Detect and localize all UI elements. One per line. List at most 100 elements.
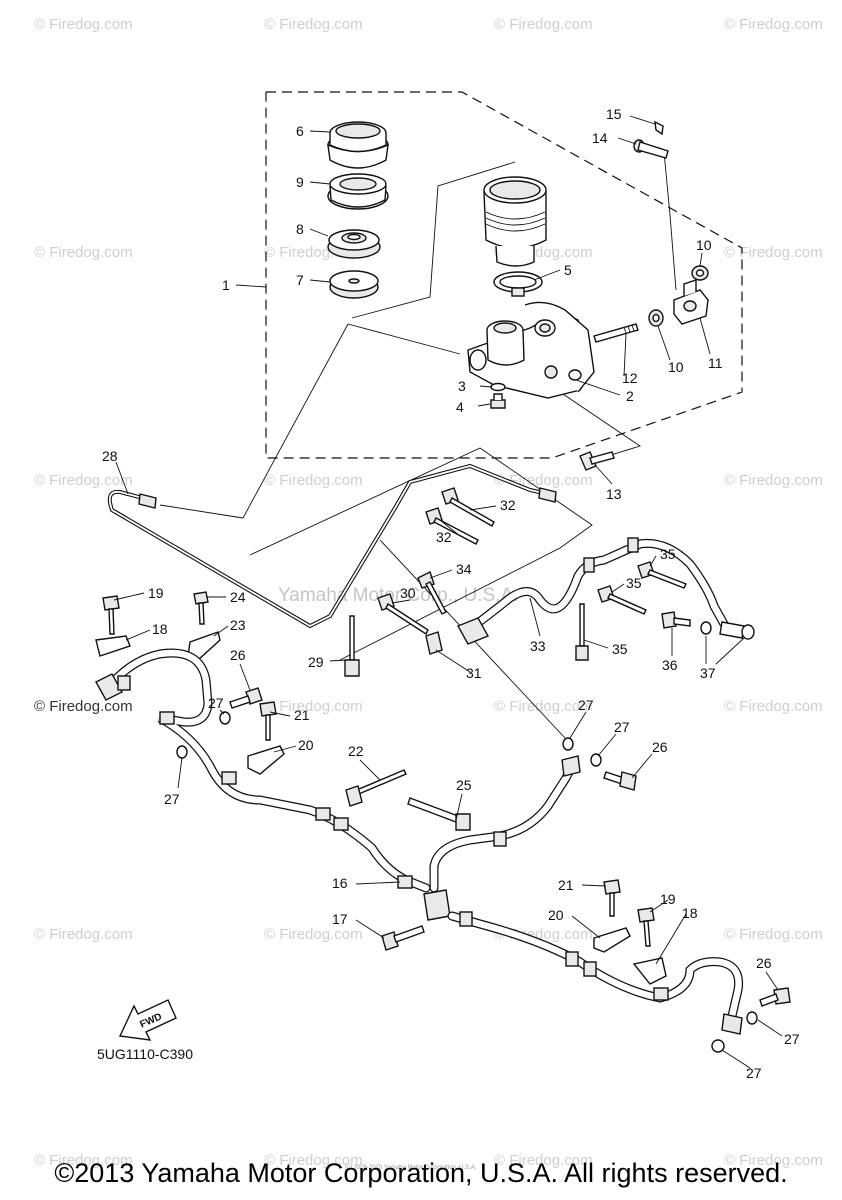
- hose-clamp: [493, 271, 543, 297]
- callout-12: 12: [622, 370, 638, 386]
- callout-15: 15: [606, 106, 622, 122]
- callout-25: 25: [456, 777, 472, 793]
- watermark: © Firedog.com: [724, 16, 823, 33]
- reservoir: [483, 176, 547, 267]
- watermark: © Firedog.com: [34, 472, 133, 489]
- callout-27b: 27: [164, 791, 180, 807]
- union-bolt: [417, 571, 447, 615]
- kit-outline: [265, 91, 743, 459]
- watermark: © Firedog.com: [34, 16, 133, 33]
- callout-20b: 20: [548, 907, 564, 923]
- callout-leaders: [113, 115, 783, 1069]
- watermark: © Firedog.com: [494, 698, 593, 715]
- watermark: © Firedog.com: [724, 698, 823, 715]
- small-copyright: (c) 2005-2015 Yamaha Motor Corporation, …: [345, 1165, 477, 1171]
- diaphragm: [327, 229, 381, 259]
- callout-27e: 27: [784, 1031, 800, 1047]
- callout-31: 31: [466, 665, 482, 681]
- watermark: © Firedog.com: [724, 926, 823, 943]
- copper-washer: [219, 711, 231, 725]
- callout-8: 8: [296, 221, 304, 237]
- washer: [490, 382, 506, 392]
- callout-28: 28: [102, 448, 118, 464]
- copper-washer: [176, 745, 188, 759]
- watermark: © Firedog.com: [264, 472, 363, 489]
- callout-32a: 32: [500, 497, 516, 513]
- watermark: © Firedog.com: [724, 244, 823, 261]
- bracket: [632, 957, 667, 985]
- union-bolt: [661, 611, 691, 629]
- union-bolt: [759, 987, 791, 1007]
- brake-hose-joint: [423, 889, 451, 921]
- callout-10a: 10: [668, 359, 684, 375]
- float: [329, 270, 379, 299]
- diagram-code: 5UG1110-C390: [97, 1046, 193, 1062]
- callout-9: 9: [296, 174, 304, 190]
- bolt: [603, 879, 621, 917]
- cable-tie: [377, 593, 429, 636]
- copper-washer: [562, 737, 574, 751]
- callout-3: 3: [458, 378, 466, 394]
- brake-hose-right: [447, 911, 744, 1035]
- brake-hose-upper: [457, 537, 755, 645]
- cable-tie: [597, 585, 647, 615]
- callout-37: 37: [700, 665, 716, 681]
- cable-tie: [407, 797, 471, 831]
- bolt: [259, 701, 277, 741]
- brake-hose-center: [429, 755, 581, 893]
- hose-holder: [425, 631, 443, 655]
- push-rod: [593, 323, 639, 343]
- watermark: © Firedog.com: [264, 698, 363, 715]
- watermark: © Firedog.com: [34, 926, 133, 943]
- callout-5: 5: [564, 262, 572, 278]
- callout-13: 13: [606, 486, 622, 502]
- callout-29: 29: [308, 654, 324, 670]
- callout-33: 33: [530, 638, 546, 654]
- diaphragm-plate: [327, 173, 389, 210]
- cotter-pin: [654, 120, 664, 136]
- copyright-footer: ©2013 Yamaha Motor Corporation, U.S.A. A…: [54, 1158, 788, 1188]
- bolt: [381, 925, 425, 951]
- callout-24: 24: [230, 589, 246, 605]
- bolt: [637, 907, 655, 947]
- watermark: © Firedog.com: [34, 1152, 133, 1169]
- bracket: [247, 745, 285, 775]
- watermark: © Firedog.com: [264, 1152, 363, 1169]
- bracket: [593, 927, 631, 953]
- bleed-screw: [490, 393, 506, 409]
- callout-20a: 20: [298, 737, 314, 753]
- cable-tie: [344, 615, 360, 677]
- callout-7: 7: [296, 272, 304, 288]
- callout-34: 34: [456, 561, 472, 577]
- callouts: 1 6 9 8 7 5 3 4 2 12 10 11 10 14 15 13 2…: [102, 106, 800, 1081]
- callout-30: 30: [400, 585, 416, 601]
- leader-lines: [351, 161, 516, 319]
- watermark: © Firedog.com: [494, 16, 593, 33]
- watermark: © Firedog.com: [34, 244, 133, 261]
- callout-21b: 21: [558, 877, 574, 893]
- master-cylinder-body: [467, 301, 595, 399]
- watermark: © Firedog.com: [264, 926, 363, 943]
- cable-tie: [345, 769, 407, 807]
- callout-27f: 27: [746, 1065, 762, 1081]
- lock-nut: [648, 309, 664, 327]
- callout-27c: 27: [578, 697, 594, 713]
- callout-2: 2: [626, 388, 634, 404]
- callout-35c: 35: [612, 641, 628, 657]
- callout-27d: 27: [614, 719, 630, 735]
- callout-14: 14: [592, 130, 608, 146]
- reservoir-cap: [327, 121, 389, 169]
- brake-hose-left: [95, 648, 431, 893]
- callout-27a: 27: [208, 695, 224, 711]
- watermark: © Firedog.com: [494, 1152, 593, 1169]
- callout-32b: 32: [436, 529, 452, 545]
- callout-16: 16: [332, 875, 348, 891]
- copper-washer: [746, 1011, 758, 1025]
- callout-6: 6: [296, 123, 304, 139]
- watermark: © Firedog.com: [724, 472, 823, 489]
- callout-22: 22: [348, 743, 364, 759]
- callout-19a: 19: [148, 585, 164, 601]
- callout-26c: 26: [756, 955, 772, 971]
- union-bolt: [603, 771, 637, 791]
